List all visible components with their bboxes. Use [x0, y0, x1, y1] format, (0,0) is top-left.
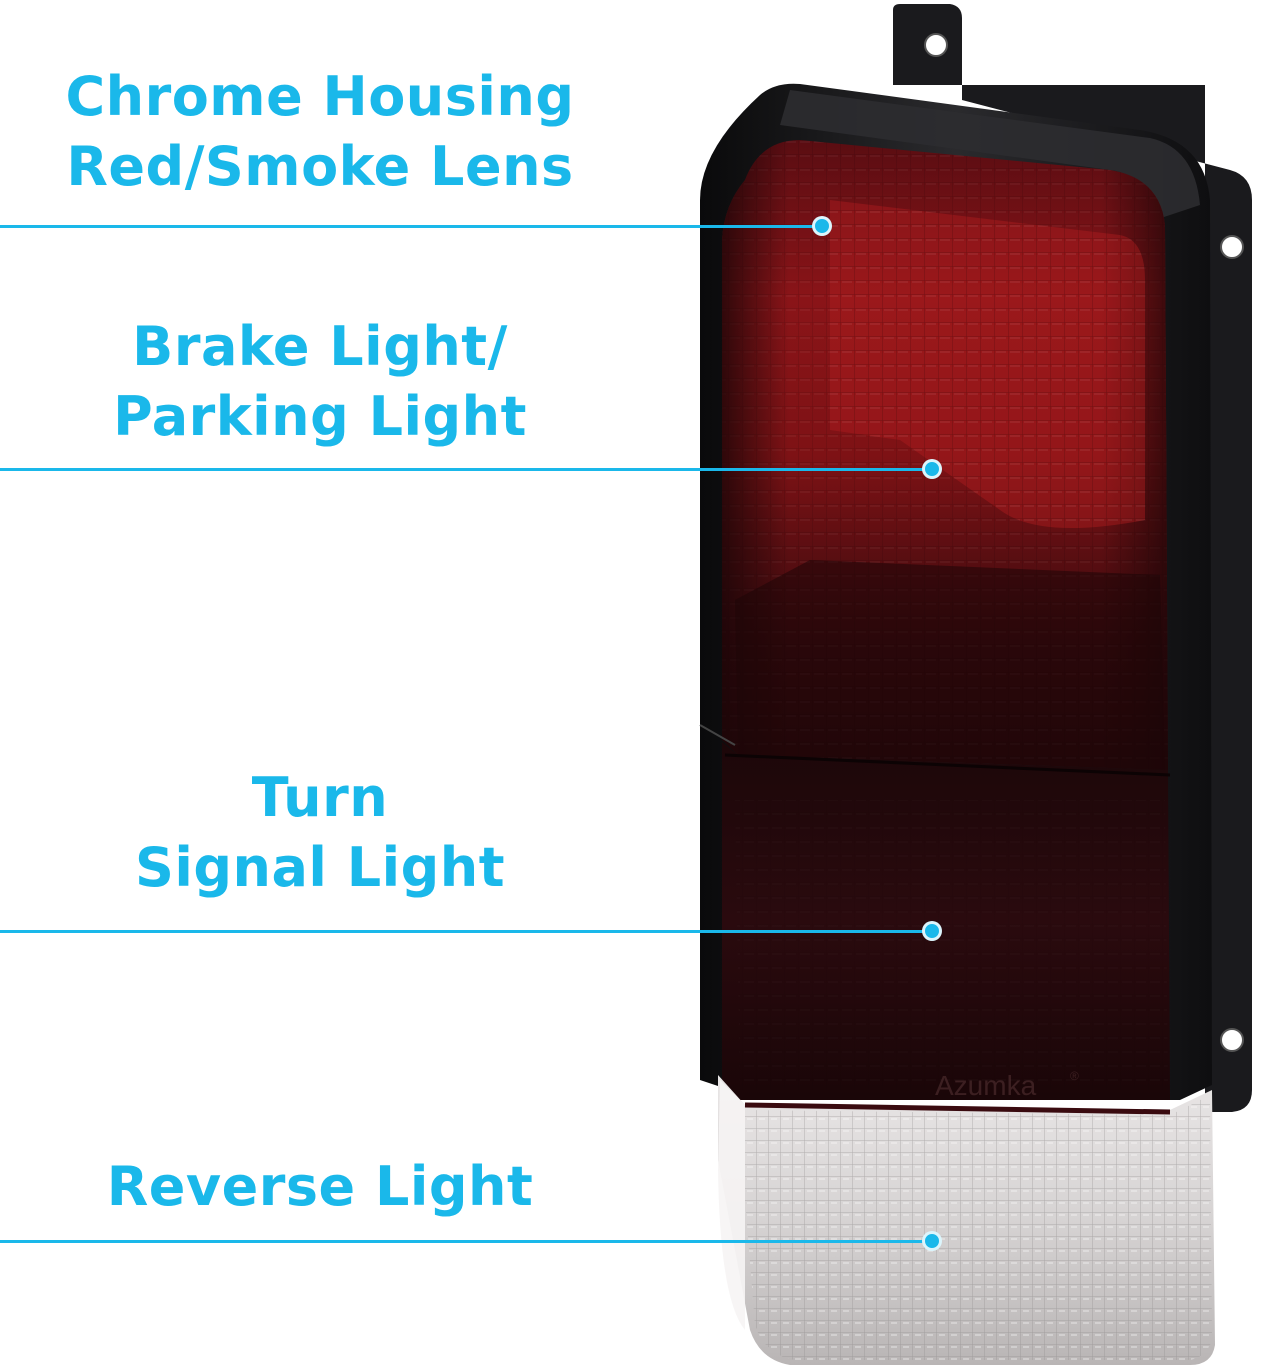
callout-reverse-line-1: Reverse Light: [106, 1155, 534, 1218]
brand-mark: Azumka: [935, 1070, 1037, 1101]
callout-label-brake: Brake Light/ Parking Light: [0, 312, 640, 452]
callout-label-reverse: Reverse Light: [0, 1152, 640, 1222]
leader-line-turn: [0, 930, 932, 933]
callout-label-housing: Chrome Housing Red/Smoke Lens: [0, 62, 640, 202]
callout-label-turn: Turn Signal Light: [0, 763, 640, 903]
marker-dot-turn: [922, 921, 942, 941]
leader-line-housing: [0, 225, 822, 228]
callout-turn-line-1: Turn: [251, 766, 389, 829]
callout-brake-line-1: Brake Light/: [132, 315, 508, 378]
callout-turn-line-2: Signal Light: [134, 836, 506, 899]
marker-dot-reverse: [922, 1231, 942, 1251]
callout-housing-line-2: Red/Smoke Lens: [66, 135, 574, 198]
callout-housing-line-1: Chrome Housing: [65, 65, 575, 128]
registered-mark: ®: [1070, 1069, 1079, 1083]
leader-line-reverse: [0, 1240, 932, 1243]
marker-dot-brake: [922, 459, 942, 479]
marker-dot-housing: [812, 216, 832, 236]
callout-brake-line-2: Parking Light: [113, 385, 527, 448]
leader-line-brake: [0, 468, 932, 471]
